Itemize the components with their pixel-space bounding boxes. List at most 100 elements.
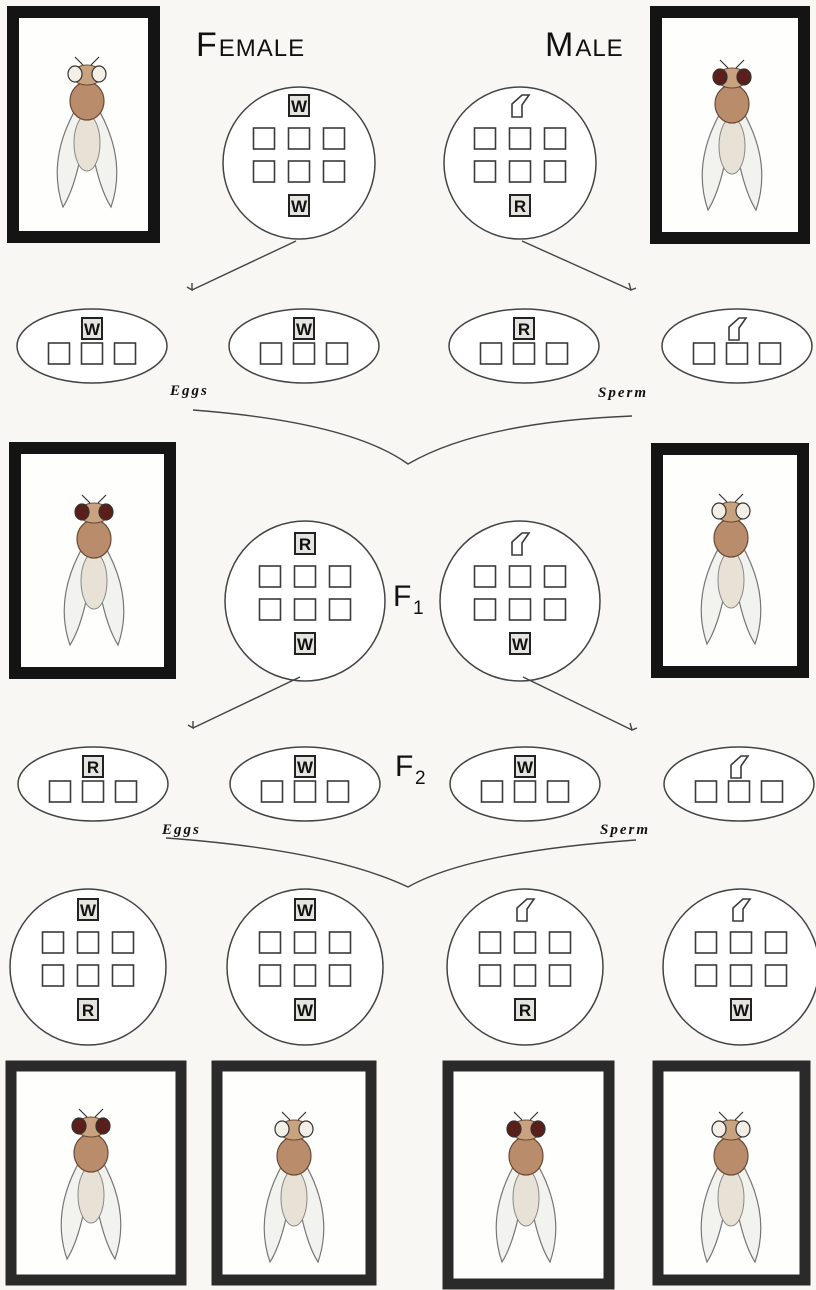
fly-eye-icon	[712, 68, 728, 86]
parent-female-cell-top-gene-label: W	[291, 97, 308, 116]
autosome-box	[473, 127, 497, 150]
f2-cell-1-top-chromosome: W	[77, 898, 99, 921]
female-heading: FEMALE	[196, 26, 305, 64]
autosome-box	[252, 160, 276, 183]
autosome-box	[293, 964, 317, 987]
eggs-label-1: Eggs	[169, 383, 209, 399]
eggs-label-2: Eggs	[161, 822, 201, 838]
parent-male-cell-bottom-gene-label: R	[514, 197, 526, 216]
connecting-lines	[165, 240, 638, 888]
photo-f1-male-border	[651, 443, 809, 678]
autosome-box	[764, 964, 788, 987]
autosome-box	[473, 598, 497, 621]
autosome-box	[322, 160, 346, 183]
gamete-1-1: W	[16, 308, 168, 384]
gamete-2-1-top-chromosome: R	[82, 755, 104, 778]
autosome-box	[258, 598, 282, 621]
autosome-box	[259, 342, 283, 365]
autosome-box	[111, 964, 135, 987]
autosome-box	[328, 598, 352, 621]
f2-cell-1: WR	[9, 888, 167, 1046]
f2-cell-4-bottom-gene-label: W	[733, 1001, 750, 1020]
gamete-1-3: R	[448, 308, 600, 384]
arrow-f1-male-to-sperm	[522, 676, 633, 731]
autosome-box	[293, 931, 317, 954]
autosome-box	[81, 780, 105, 803]
autosome-box	[480, 780, 504, 803]
f2-cell-2-top-gene-label: W	[297, 901, 314, 920]
autosome-box	[513, 780, 537, 803]
f1-female-cell-bottom-chromosome: W	[294, 632, 316, 655]
arrowhead-sperm-1	[628, 282, 637, 291]
parent-male-cell: R	[443, 86, 597, 240]
gamete-1-2: W	[228, 308, 380, 384]
autosome-box	[729, 931, 753, 954]
autosome-box	[111, 931, 135, 954]
f2-generation-label: F 2	[395, 750, 426, 789]
fly-eye-icon	[736, 68, 752, 86]
f1-letter: F	[393, 580, 411, 613]
f2-letter: F	[395, 750, 413, 783]
f1-male-cell-bottom-gene-label: W	[512, 635, 529, 654]
f1-subscript: 1	[413, 598, 424, 619]
gamete-2-3-top-gene-label: W	[517, 758, 534, 777]
f2-cell-2-top-chromosome: W	[294, 898, 316, 921]
gamete-2-2-top-chromosome: W	[294, 755, 316, 778]
arrow-male-to-sperm-1	[521, 240, 632, 291]
photo-parent-female	[7, 6, 160, 243]
photo-f2-4-fly	[700, 1111, 762, 1264]
autosome-box	[293, 565, 317, 588]
gamete-2-2: W	[229, 746, 381, 822]
autosome-box	[543, 127, 567, 150]
autosome-box	[513, 964, 537, 987]
autosome-box	[508, 598, 532, 621]
parent-female-cell-bottom-chromosome: W	[288, 194, 310, 217]
fly-eye-icon	[530, 1120, 546, 1138]
f2-cell-2: WW	[226, 888, 384, 1046]
fly-eye-icon	[506, 1120, 522, 1138]
autosome-box	[293, 598, 317, 621]
autosome-box	[292, 342, 316, 365]
autosome-box	[546, 780, 570, 803]
photo-f1-male	[651, 443, 809, 678]
autosome-box	[258, 964, 282, 987]
autosome-box	[545, 342, 569, 365]
sperm-label-2: Sperm	[600, 822, 650, 838]
gamete-1-2-top-chromosome: W	[293, 317, 315, 340]
fly-eye-icon	[298, 1120, 314, 1138]
f2-cell-4-top-y-chromosome	[732, 898, 752, 922]
autosome-box	[478, 964, 502, 987]
autosome-box	[80, 342, 104, 365]
gamete-2-1: R	[17, 746, 169, 822]
autosome-box	[760, 780, 784, 803]
autosome-box	[479, 342, 503, 365]
autosome-box	[692, 342, 716, 365]
autosome-box	[764, 931, 788, 954]
f1-female-cell-top-gene-label: R	[299, 535, 311, 554]
f1-female-cell-bottom-gene-label: W	[297, 635, 314, 654]
gamete-2-4-top-y-chromosome	[730, 755, 750, 779]
autosome-box	[76, 931, 100, 954]
arrowhead-eggs-2	[187, 721, 194, 730]
arrowhead-eggs-1	[186, 283, 193, 292]
f2-cell-3-bottom-gene-label: R	[519, 1001, 531, 1020]
f2-cell-1-top-gene-label: W	[80, 901, 97, 920]
autosome-box	[727, 780, 751, 803]
autosome-box	[725, 342, 749, 365]
autosome-box	[548, 931, 572, 954]
autosome-box	[694, 964, 718, 987]
autosome-box	[113, 342, 137, 365]
f2-cell-2-bottom-gene-label: W	[297, 1001, 314, 1020]
autosome-box	[328, 565, 352, 588]
autosome-box	[729, 964, 753, 987]
autosome-box	[114, 780, 138, 803]
f2-cell-1-bottom-gene-label: R	[82, 1001, 94, 1020]
autosome-box	[293, 780, 317, 803]
arrowhead-sperm-2	[629, 722, 638, 731]
autosome-box	[513, 931, 537, 954]
arrow-female-to-eggs-1	[191, 240, 297, 291]
gamete-2-4	[663, 746, 815, 822]
autosome-box	[508, 127, 532, 150]
fly-eye-icon	[735, 502, 751, 520]
